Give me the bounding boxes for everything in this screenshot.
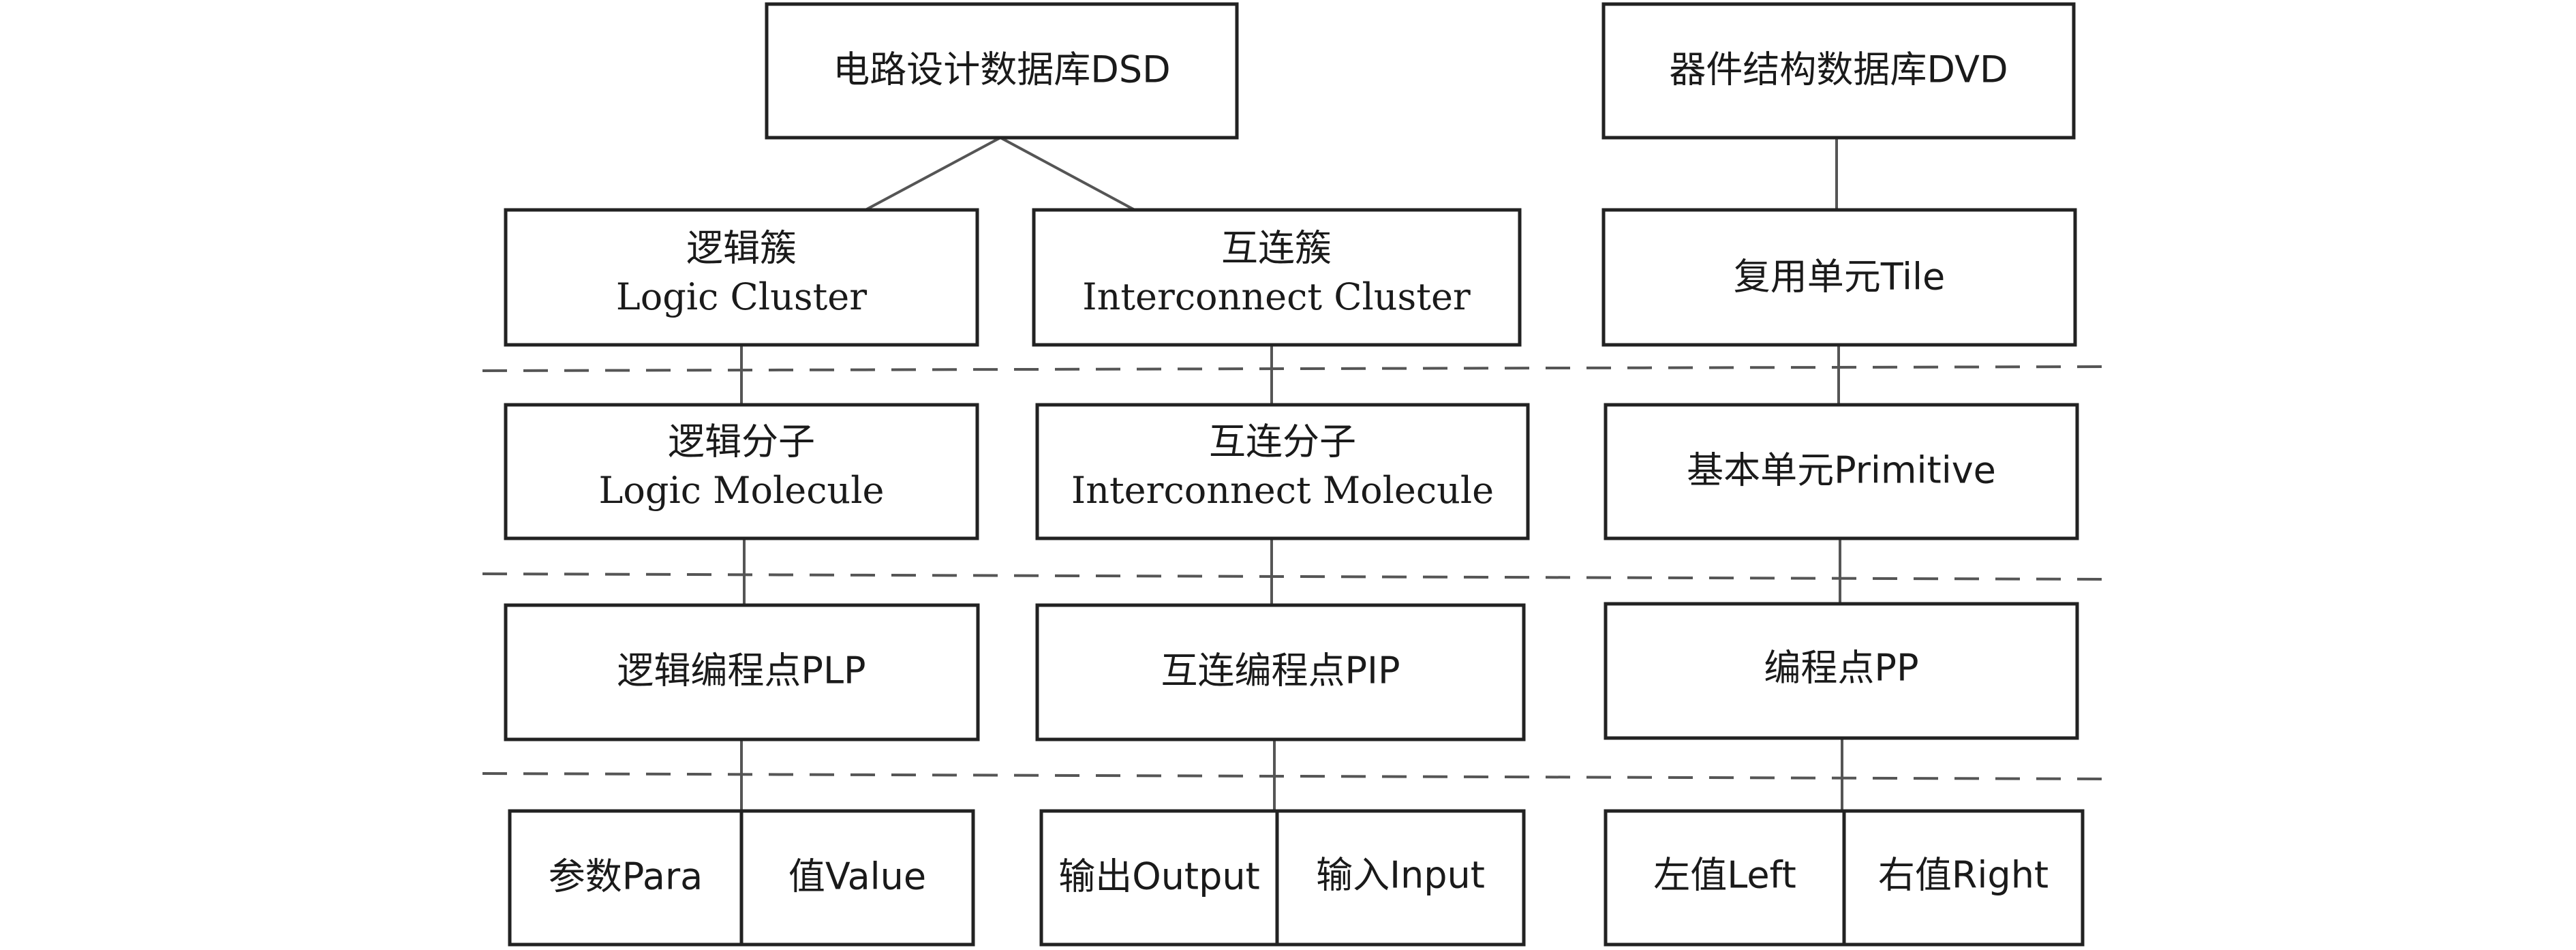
dvd-label: 器件结构数据库DVD	[1669, 48, 2008, 91]
output-input-node: 输出Output 输入Input	[1039, 809, 1526, 947]
primitive-label: 基本单元Primitive	[1687, 449, 1996, 492]
left-label: 左值Left	[1653, 854, 1796, 897]
link-dsd-logic-cluster	[865, 136, 1001, 211]
right-label: 右值Right	[1878, 854, 2049, 897]
logic-molecule-label-cn: 逻辑分子	[668, 420, 815, 463]
level-separator-3	[482, 772, 2103, 780]
plp-node: 逻辑编程点PLP	[504, 603, 980, 741]
plp-label: 逻辑编程点PLP	[617, 649, 865, 692]
para-label: 参数Para	[549, 855, 703, 898]
tile-label: 复用单元Tile	[1734, 256, 1946, 298]
interconnect-molecule-node: 互连分子 Interconnect Molecule	[1035, 403, 1530, 540]
logic-molecule-node: 逻辑分子 Logic Molecule	[504, 403, 979, 540]
link-dsd-interconnect-cluster	[1000, 136, 1135, 211]
level-separator-2	[482, 572, 2103, 581]
input-label: 输入Input	[1316, 854, 1485, 897]
value-label: 值Value	[788, 855, 926, 898]
left-right-node: 左值Left 右值Right	[1604, 809, 2085, 947]
interconnect-cluster-label-cn: 互连簇	[1221, 227, 1332, 270]
logic-molecule-label-en: Logic Molecule	[599, 469, 885, 512]
interconnect-molecule-label-en: Interconnect Molecule	[1071, 469, 1494, 512]
level-separator-1	[482, 365, 2103, 372]
tile-node: 复用单元Tile	[1601, 208, 2077, 347]
dvd-node: 器件结构数据库DVD	[1601, 2, 2076, 140]
primitive-node: 基本单元Primitive	[1604, 403, 2079, 540]
interconnect-molecule-label-cn: 互连分子	[1209, 420, 1356, 463]
dsd-label: 电路设计数据库DSD	[833, 48, 1170, 91]
pip-label: 互连编程点PIP	[1161, 649, 1400, 692]
interconnect-cluster-node: 互连簇 Interconnect Cluster	[1032, 208, 1522, 347]
pp-node: 编程点PP	[1604, 602, 2079, 740]
logic-cluster-label-cn: 逻辑簇	[686, 227, 797, 270]
para-value-node: 参数Para 值Value	[508, 809, 975, 947]
logic-cluster-label-en: Logic Cluster	[616, 275, 867, 318]
pp-label: 编程点PP	[1764, 647, 1918, 690]
dsd-node: 电路设计数据库DSD	[765, 2, 1239, 140]
pip-node: 互连编程点PIP	[1035, 603, 1526, 741]
output-label: 输出Output	[1058, 855, 1260, 898]
interconnect-cluster-label-en: Interconnect Cluster	[1082, 275, 1471, 318]
logic-cluster-node: 逻辑簇 Logic Cluster	[504, 208, 979, 347]
